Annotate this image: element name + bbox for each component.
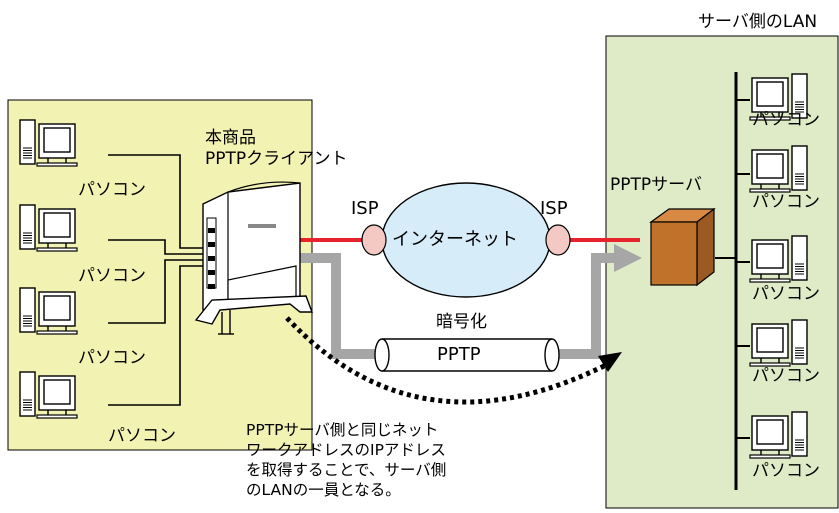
product-label-line2: PPTPクライアント: [205, 149, 348, 169]
client-pc-2-label: パソコン: [78, 266, 146, 286]
pptp-server-label: PPTPサーバ: [610, 175, 702, 195]
isp-node-right: [545, 224, 571, 256]
product-label-line1: 本商品: [205, 128, 256, 148]
isp-right-label: ISP: [540, 198, 568, 219]
isp-left-label: ISP: [351, 198, 379, 219]
encryption-label: 暗号化: [436, 312, 487, 332]
server-pc-1-label: パソコン: [752, 110, 820, 130]
note-line-4: のLANの一員となる。: [246, 481, 401, 499]
dotted-join-arrow: [285, 316, 614, 405]
isp-node-left: [361, 224, 387, 256]
pptp-server-box: [649, 207, 716, 287]
server-pc-4-label: パソコン: [752, 366, 820, 386]
dotted-arrow-head: [598, 352, 622, 372]
explanation-note: PPTPサーバ側と同じネット ワークアドレスのIPアドレス を取得することで、サ…: [246, 420, 446, 500]
server-lan-cables: [715, 72, 750, 490]
client-pc-3-label: パソコン: [78, 348, 146, 368]
note-line-2: ワークアドレスのIPアドレス: [246, 441, 446, 459]
internet-label: インターネット: [392, 229, 518, 250]
server-pc-5-label: パソコン: [752, 461, 820, 481]
pptp-tunnel-pipe: [374, 338, 560, 372]
client-pc-4-label: パソコン: [108, 426, 176, 446]
server-lan-title: サーバ側のLAN: [698, 12, 818, 32]
tunnel-label: PPTP: [437, 344, 481, 365]
server-pc-3-label: パソコン: [752, 284, 820, 304]
router-device: [194, 181, 314, 335]
server-pc-2-label: パソコン: [752, 192, 820, 212]
client-pc-1-label: パソコン: [78, 180, 146, 200]
note-line-1: PPTPサーバ側と同じネット: [246, 421, 439, 439]
note-line-3: を取得することで、サーバ側: [246, 461, 447, 479]
tunnel-arrow: [296, 244, 642, 359]
client-lan-cables: [108, 154, 206, 406]
